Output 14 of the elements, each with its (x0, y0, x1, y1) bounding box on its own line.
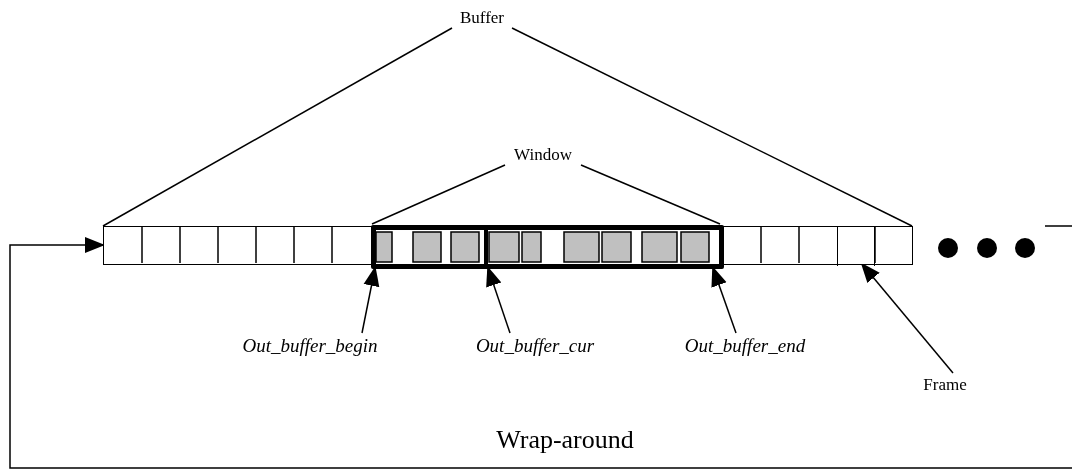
part-label: Frame (918, 373, 972, 397)
part-label: Buffer (450, 6, 514, 30)
frame-cell (837, 227, 875, 266)
arrow (361, 266, 380, 334)
window-box (371, 225, 724, 269)
bracket-line (580, 164, 721, 225)
bracket-line (102, 27, 453, 227)
bracket-line (511, 27, 913, 227)
pointer-label: Out_buffer_begin (215, 333, 405, 359)
pointer-label: Out_buffer_cur (450, 333, 620, 359)
pointer-label: Out_buffer_end (660, 333, 830, 359)
bracket-line (371, 164, 506, 225)
part-label: Window (505, 143, 581, 167)
wrap-around-arrow (9, 225, 1072, 469)
